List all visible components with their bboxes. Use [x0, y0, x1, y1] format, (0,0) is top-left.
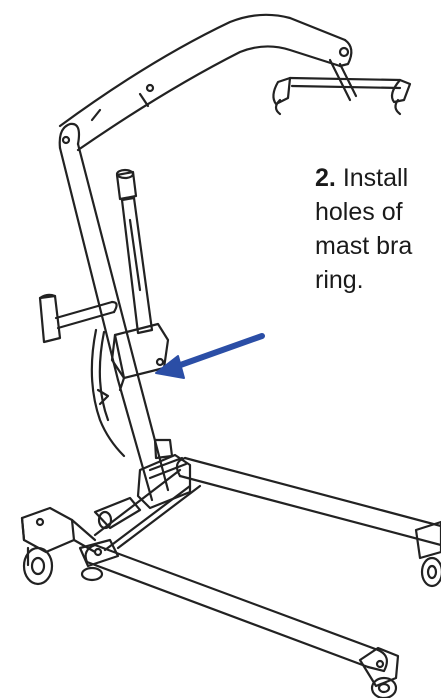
instruction-line-4: ring.: [315, 266, 364, 294]
lift-actuator: [110, 168, 170, 392]
front-caster: [78, 538, 120, 582]
instruction-line-1: 2. Install: [315, 161, 441, 195]
base-right-leg: [175, 456, 441, 547]
left-caster: [20, 506, 97, 586]
base-housing: [93, 438, 192, 530]
instruction-text: 2. Install holes of mast bra ring.: [315, 161, 441, 297]
bottom-caster: [358, 646, 400, 698]
instruction-line-1-text: Install: [342, 164, 409, 192]
spreader-bar: [272, 58, 412, 116]
instruction-line-2: holes of: [315, 198, 403, 226]
mast: [58, 122, 170, 502]
arrow-icon: [155, 333, 265, 379]
step-number: 2.: [315, 164, 336, 192]
right-caster: [414, 520, 441, 588]
instruction-line-3: mast bra: [315, 232, 413, 260]
cable: [90, 328, 126, 458]
steering-handle: [38, 293, 118, 344]
base-left-leg: [84, 543, 389, 673]
boom: [58, 13, 353, 152]
